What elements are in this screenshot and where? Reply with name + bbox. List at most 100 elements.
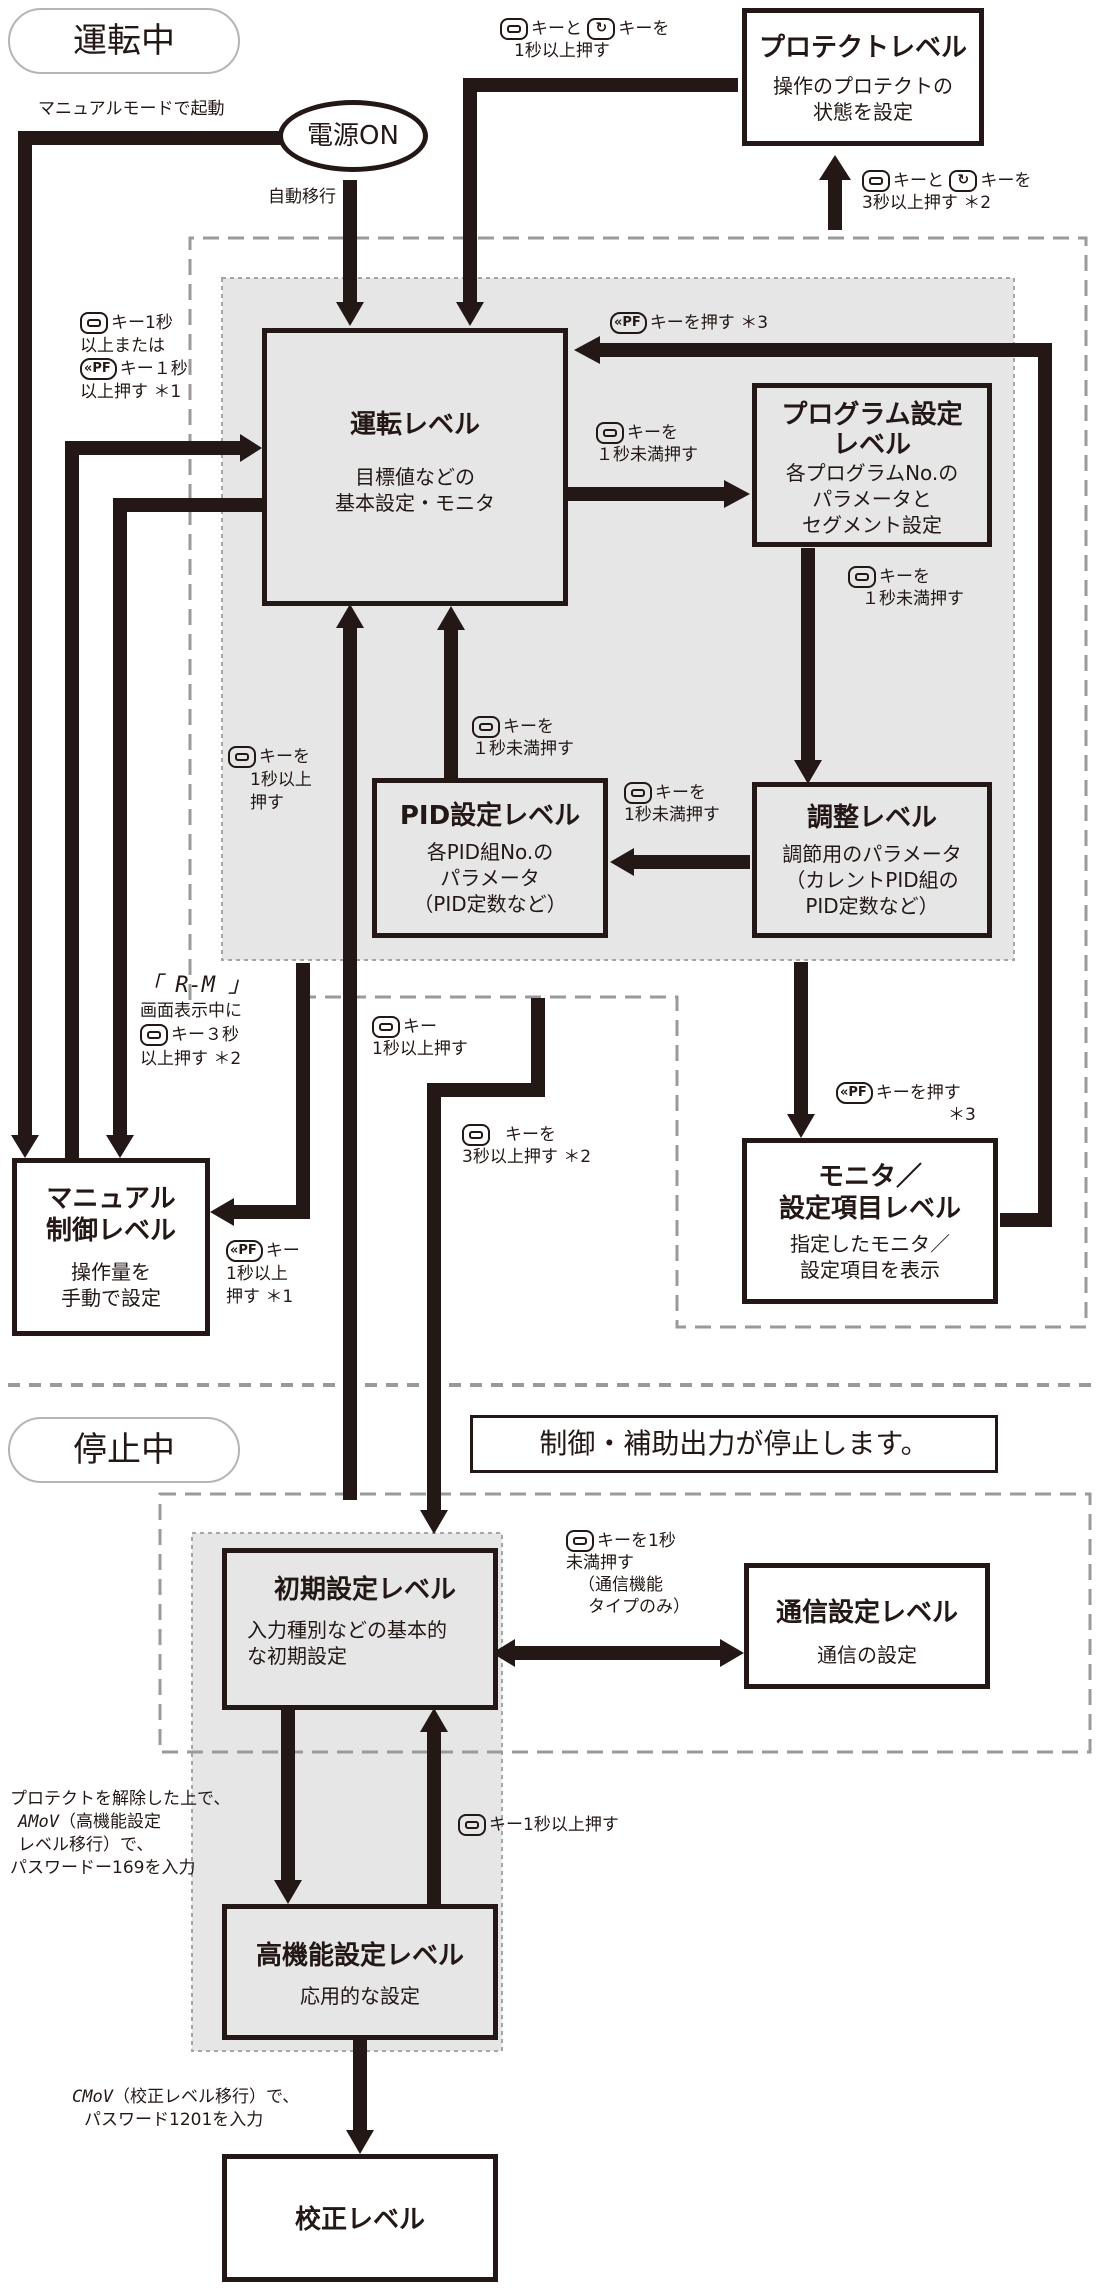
stopped-group-boundary xyxy=(158,1492,1092,1754)
op-to-program-text-2: １秒未満押す xyxy=(596,445,698,465)
manual-to-op-text-3: 押す xyxy=(250,793,284,813)
pid-setting-desc-2: パラメータ xyxy=(440,866,540,890)
mode-key-icon xyxy=(566,1530,594,1552)
op-to-manual-text-3: キー１秒 xyxy=(119,359,188,379)
calibration-level-box: 校正レベル xyxy=(222,2154,498,2282)
from-protect-label: キーと ↻キーを 3秒以上押す ＊2 xyxy=(862,170,1031,214)
am-display-text-3: キー３秒 xyxy=(171,1025,239,1045)
manual-control-level-box: マニュアル 制御レベル 操作量を 手動で設定 xyxy=(12,1158,210,1336)
mode-key-icon xyxy=(596,422,624,444)
manual-control-title-1: マニュアル xyxy=(46,1184,176,1214)
op-to-initial-label: キーを 3秒以上押す ＊2 xyxy=(462,1124,591,1168)
program-to-adjust-text-1: キーを xyxy=(879,567,930,587)
advanced-to-initial-text: キー1秒以上押す xyxy=(489,1815,619,1835)
protect-level-box: プロテクトレベル 操作のプロテクトの 状態を設定 xyxy=(742,8,984,146)
am-display-label: 「 R-M 」 画面表示中に キー３秒 以上押す ＊2 xyxy=(140,974,250,1071)
op-to-manual-text-1: キー1秒 xyxy=(111,313,173,333)
adjustment-level-box: 調整レベル 調節用のパラメータ （カレントPID組の PID定数など） xyxy=(752,782,992,938)
pid-setting-level-box: PID設定レベル 各PID組No.の パラメータ （PID定数など） xyxy=(372,778,608,938)
pf-key-icon: «PF xyxy=(80,358,117,380)
to-advanced-text-2: （高機能設定 xyxy=(58,1812,161,1832)
adjustment-level-desc-2: （カレントPID組の xyxy=(785,868,959,892)
op-to-manual-text-2: 以上または xyxy=(80,336,165,356)
initial-comm-text-4: タイプのみ） xyxy=(588,1597,690,1617)
pf-key-icon: «PF xyxy=(610,312,647,334)
manual-pf-text-3: 押す ＊1 xyxy=(226,1287,294,1307)
initial-setting-level-box: 初期設定レベル 入力種別などの基本的 な初期設定 xyxy=(222,1548,498,1710)
stop-to-op-label: キー 1秒以上押す xyxy=(372,1016,468,1060)
protect-level-desc-2: 状態を設定 xyxy=(813,100,913,124)
to-calibration-code: CMoV xyxy=(72,2087,113,2107)
communication-setting-level-box: 通信設定レベル 通信の設定 xyxy=(744,1563,990,1689)
mode-key-icon xyxy=(80,312,108,334)
to-advanced-code: AMoV xyxy=(18,1812,59,1832)
manual-to-op-text-2: 1秒以上 xyxy=(250,770,312,790)
to-advanced-text-3: レベル移行）で、 xyxy=(18,1835,154,1855)
program-setting-desc-3: セグメント設定 xyxy=(802,513,942,537)
op-to-program-text-1: キーを xyxy=(627,423,678,443)
initial-setting-title: 初期設定レベル xyxy=(273,1575,456,1605)
operation-level-box: 運転レベル 目標値などの 基本設定・モニタ xyxy=(262,328,568,606)
program-setting-level-box: プログラム設定 レベル 各プログラムNo.の パラメータと セグメント設定 xyxy=(752,383,992,547)
auto-transition-label: 自動移行 xyxy=(268,187,336,207)
monitor-level-desc-2: 設定項目を表示 xyxy=(800,1258,940,1282)
adjust-to-pid-text-2: 1秒未満押す xyxy=(624,805,720,825)
to-protect-text-c: 1秒以上押す xyxy=(514,41,610,61)
op-to-initial-text-1: キーを xyxy=(505,1125,556,1145)
adjustment-level-title: 調整レベル xyxy=(806,803,937,833)
transition-arrowheads xyxy=(11,155,851,2154)
power-on-label: 電源ON xyxy=(307,121,399,151)
pf-key-icon: «PF xyxy=(226,1240,263,1262)
initial-comm-text-1: キーを1秒 xyxy=(597,1531,676,1551)
communication-setting-desc: 通信の設定 xyxy=(817,1643,917,1667)
transition-lines xyxy=(18,78,1052,2130)
op-to-manual-text-4: 以上押す ＊1 xyxy=(80,382,182,402)
to-protect-label: キーと ↻キーを 1秒以上押す xyxy=(500,18,669,62)
to-advanced-text-4: パスワードー169を入力 xyxy=(10,1858,196,1878)
initial-comm-text-3: （通信機能 xyxy=(578,1575,663,1595)
to-advanced-label: プロテクトを解除した上で、 AMoV（高機能設定 レベル移行）で、 パスワードー… xyxy=(10,1788,230,1880)
protect-group-boundary xyxy=(188,236,1088,1000)
program-to-adjust-text-2: １秒未満押す xyxy=(862,589,964,609)
to-calibration-text-1: （校正レベル移行）で、 xyxy=(112,2087,300,2107)
mode-key-icon xyxy=(462,1124,490,1146)
adjust-to-monitor-text-2: ＊3 xyxy=(948,1105,976,1125)
monitor-level-desc-1: 指定したモニタ／ xyxy=(790,1232,950,1256)
manual-to-op-text-1: キーを xyxy=(259,747,310,767)
monitor-group-boundary xyxy=(300,995,1088,1329)
state-stopped-badge: 停止中 xyxy=(8,1417,240,1483)
mode-key-icon xyxy=(140,1024,168,1046)
monitor-level-title-2: 設定項目レベル xyxy=(778,1194,961,1224)
advanced-function-desc: 応用的な設定 xyxy=(300,1984,420,2008)
protect-level-title: プロテクトレベル xyxy=(758,33,967,63)
pid-setting-title: PID設定レベル xyxy=(399,801,581,831)
monitor-setting-item-level-box: モニタ／ 設定項目レベル 指定したモニタ／ 設定項目を表示 xyxy=(742,1138,998,1304)
operation-level-desc-1: 目標値などの xyxy=(355,465,475,489)
program-setting-desc-2: パラメータと xyxy=(812,487,932,511)
state-stopped-label: 停止中 xyxy=(73,1430,175,1470)
communication-setting-title: 通信設定レベル xyxy=(775,1598,958,1628)
mode-key-icon xyxy=(228,746,256,768)
pid-setting-desc-1: 各PID組No.の xyxy=(426,840,554,864)
mode-key-icon xyxy=(862,170,890,192)
state-running-badge: 運転中 xyxy=(8,8,240,74)
to-advanced-text-1: プロテクトを解除した上で、 xyxy=(10,1789,231,1809)
from-protect-text-c: 3秒以上押す ＊2 xyxy=(862,193,992,213)
monitor-level-title-1: モニタ／ xyxy=(817,1162,922,1192)
manual-to-op-label: キーを 1秒以上 押す xyxy=(228,746,312,815)
program-to-adjust-label: キーを １秒未満押す xyxy=(848,566,964,610)
to-calibration-text-2: パスワード1201を入力 xyxy=(84,2110,264,2130)
pid-setting-desc-3: （PID定数など） xyxy=(413,892,567,916)
stop-notice: 制御・補助出力が停止します。 xyxy=(470,1415,998,1473)
op-to-program-label: キーを １秒未満押す xyxy=(596,422,698,466)
initial-comm-label: キーを1秒 未満押す （通信機能 タイプのみ） xyxy=(566,1530,690,1618)
advanced-function-level-box: 高機能設定レベル 応用的な設定 xyxy=(222,1904,498,2040)
to-protect-text-a: キーと xyxy=(531,19,582,39)
from-protect-text-a: キーと xyxy=(893,171,944,191)
adjust-to-pid-label: キーを 1秒未満押す xyxy=(624,782,720,826)
program-setting-title-2: レベル xyxy=(832,430,911,460)
